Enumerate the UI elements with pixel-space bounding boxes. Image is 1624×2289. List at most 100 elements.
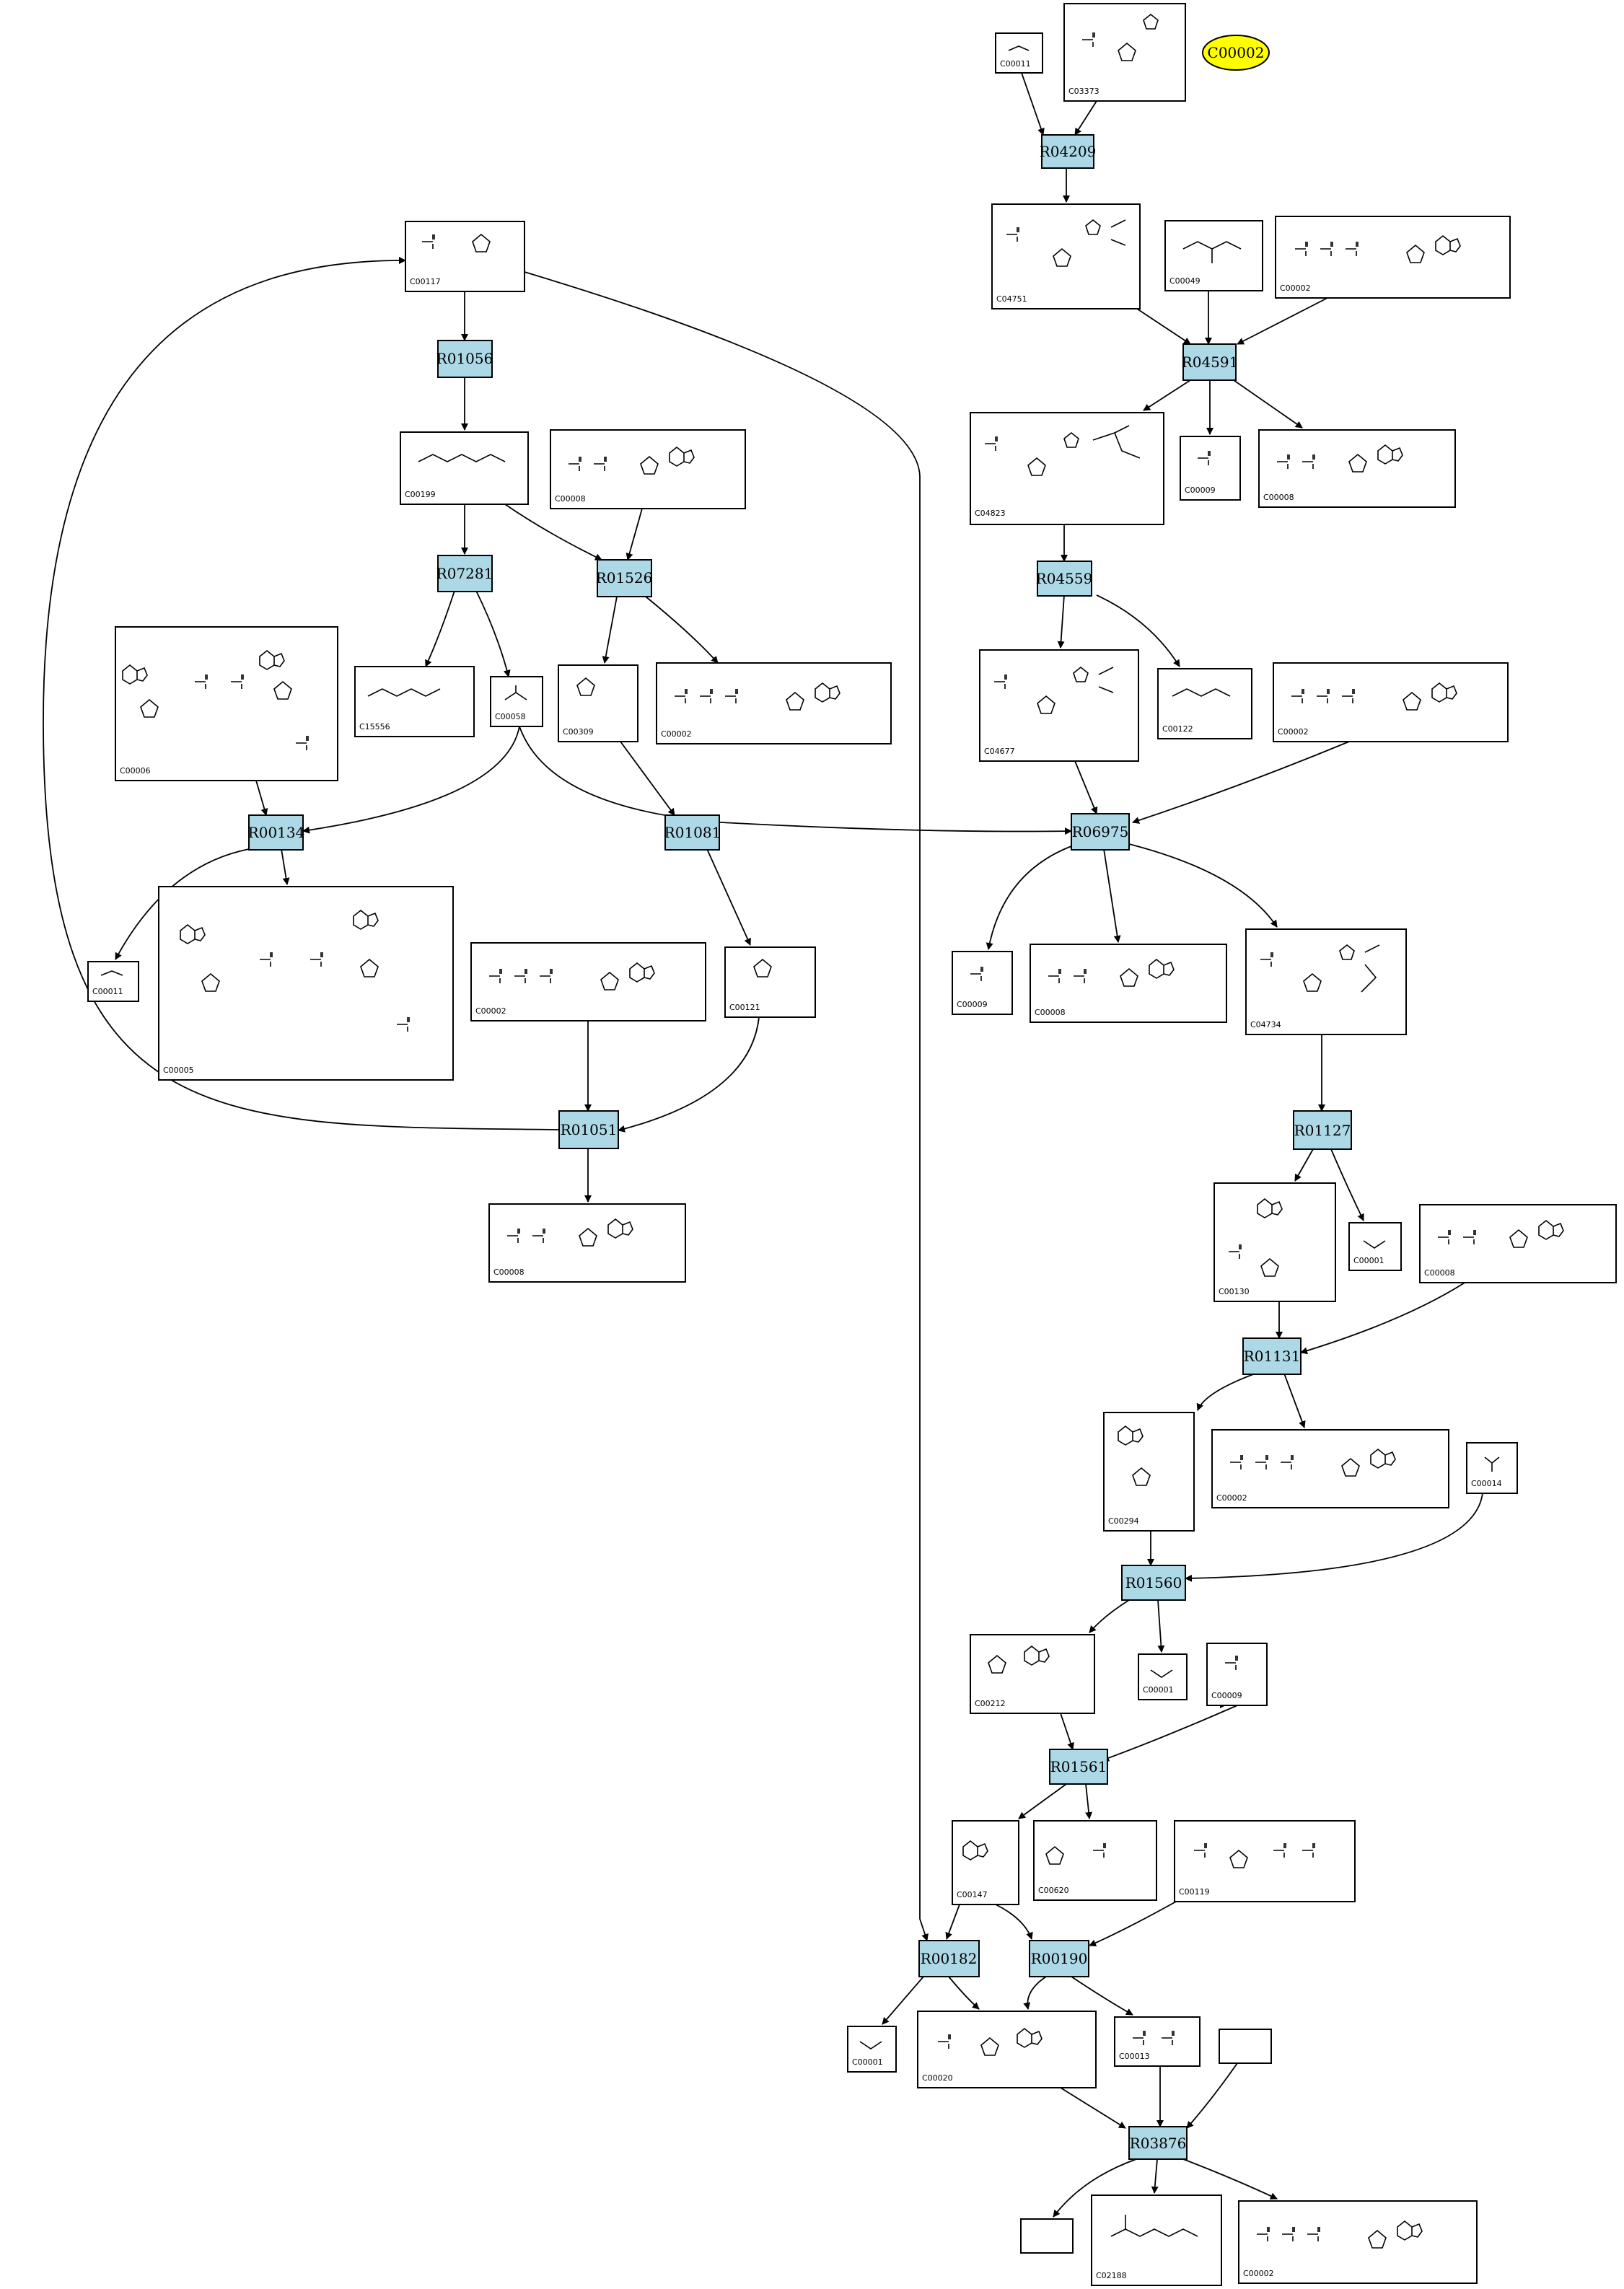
compound-node-c00001[interactable]: C00001 bbox=[847, 2026, 897, 2073]
compound-node-c00011[interactable]: C00011 bbox=[87, 961, 139, 1002]
compound-node-c00212[interactable]: C00212 bbox=[970, 1634, 1095, 1714]
start-compound-highlight[interactable]: C00002 bbox=[1202, 35, 1270, 71]
compound-node-c00005[interactable]: C00005 bbox=[158, 886, 454, 1081]
reaction-node-r04591[interactable]: R04591 bbox=[1182, 343, 1239, 381]
compound-node-c00119[interactable]: C00119 bbox=[1174, 1820, 1356, 1902]
compound-node-c04751[interactable]: C04751 bbox=[991, 203, 1141, 309]
compound-node-c00002[interactable]: C00002 bbox=[1211, 1429, 1449, 1508]
reaction-node-r04559[interactable]: R04559 bbox=[1036, 561, 1093, 597]
compound-node-blank[interactable] bbox=[1020, 2218, 1074, 2254]
compound-node-c00294[interactable]: C00294 bbox=[1103, 1412, 1195, 1532]
compound-box bbox=[847, 2026, 897, 2073]
compound-node-c00014[interactable]: C00014 bbox=[1466, 1442, 1518, 1494]
reaction-node-r06975[interactable]: R06975 bbox=[1071, 813, 1130, 851]
compound-node-c00008[interactable]: C00008 bbox=[550, 429, 746, 509]
edge-c00009-r01561 bbox=[1102, 1705, 1238, 1762]
compound-node-c00199[interactable]: C00199 bbox=[400, 431, 529, 505]
structure-drawing bbox=[1484, 1457, 1500, 1472]
compound-node-c00009[interactable]: C00009 bbox=[1206, 1643, 1268, 1706]
compound-box bbox=[405, 221, 525, 292]
edge-r00190-c00013 bbox=[1071, 1976, 1133, 2016]
compound-node-c00006[interactable]: C00006 bbox=[115, 626, 338, 781]
compound-box bbox=[1211, 1429, 1449, 1508]
reaction-node-r01131[interactable]: R01131 bbox=[1242, 1337, 1302, 1375]
reaction-node-r00190[interactable]: R00190 bbox=[1029, 1940, 1089, 1977]
reaction-node-r04209[interactable]: R04209 bbox=[1040, 134, 1097, 169]
compound-id: C04734 bbox=[1250, 1020, 1281, 1029]
reaction-node-r07281[interactable]: R07281 bbox=[436, 555, 493, 592]
reaction-node-r01081[interactable]: R01081 bbox=[664, 814, 721, 851]
compound-node-c00002[interactable]: C00002 bbox=[470, 942, 706, 1022]
structure-drawing bbox=[1260, 944, 1380, 993]
compound-node-c00058[interactable]: C00058 bbox=[490, 676, 543, 727]
compound-node-c15556[interactable]: C15556 bbox=[354, 666, 475, 737]
compound-node-c00002[interactable]: C00002 bbox=[656, 662, 892, 744]
reaction-node-r01056[interactable]: R01056 bbox=[436, 340, 493, 378]
compound-node-c02188[interactable]: C02188 bbox=[1091, 2194, 1222, 2286]
compound-box bbox=[158, 886, 454, 1081]
reaction-label: R01056 bbox=[436, 350, 493, 367]
reaction-node-r01051[interactable]: R01051 bbox=[558, 1110, 619, 1149]
reaction-label: R07281 bbox=[436, 565, 493, 582]
reaction-label: R01526 bbox=[596, 569, 653, 586]
compound-node-c04734[interactable]: C04734 bbox=[1245, 928, 1407, 1035]
compound-id: C00001 bbox=[852, 2057, 883, 2067]
edge-c04751-r04591 bbox=[1136, 308, 1191, 345]
edge-r00134-c00005 bbox=[281, 848, 290, 885]
compound-node-c00008[interactable]: C00008 bbox=[1030, 944, 1227, 1023]
compound-node-c00130[interactable]: C00130 bbox=[1213, 1182, 1336, 1302]
compound-node-c00009[interactable]: C00009 bbox=[952, 951, 1013, 1015]
structure-drawing bbox=[1150, 1669, 1173, 1678]
edge-r06975-c00009 bbox=[986, 845, 1072, 950]
compound-node-c00122[interactable]: C00122 bbox=[1157, 668, 1252, 739]
compound-node-c00008[interactable]: C00008 bbox=[1258, 429, 1456, 508]
compound-node-c00309[interactable]: C00309 bbox=[558, 664, 638, 742]
compound-id: C00013 bbox=[1119, 2052, 1150, 2061]
reaction-node-r00134[interactable]: R00134 bbox=[248, 814, 305, 851]
compound-node-c00001[interactable]: C00001 bbox=[1138, 1653, 1188, 1700]
compound-id: C00002 bbox=[661, 729, 692, 739]
reaction-box bbox=[1041, 134, 1094, 169]
reaction-node-r01526[interactable]: R01526 bbox=[596, 559, 653, 597]
compound-node-blank[interactable] bbox=[1219, 2029, 1272, 2064]
compound-box bbox=[1348, 1222, 1402, 1271]
reaction-node-r01561[interactable]: R01561 bbox=[1049, 1749, 1108, 1785]
compound-id: C00011 bbox=[92, 987, 123, 996]
compound-node-c00001[interactable]: C00001 bbox=[1348, 1222, 1402, 1271]
compound-node-c00002[interactable]: C00002 bbox=[1273, 662, 1509, 742]
compound-id: C00009 bbox=[1185, 486, 1216, 495]
reaction-node-r01127[interactable]: R01127 bbox=[1293, 1110, 1352, 1150]
reaction-label: R01561 bbox=[1050, 1758, 1107, 1775]
compound-node-c00147[interactable]: C00147 bbox=[952, 1820, 1019, 1905]
compound-box bbox=[1419, 1204, 1617, 1283]
reaction-box bbox=[664, 814, 720, 851]
compound-node-c00009[interactable]: C00009 bbox=[1180, 436, 1241, 501]
reaction-box bbox=[1071, 813, 1130, 851]
compound-node-c00011[interactable]: C00011 bbox=[995, 32, 1043, 74]
compound-node-c00049[interactable]: C00049 bbox=[1164, 220, 1263, 291]
edge-c00147-r00182 bbox=[945, 1904, 960, 1940]
compound-box bbox=[470, 942, 706, 1022]
compound-id: C00008 bbox=[1424, 1268, 1455, 1278]
compound-id: C00008 bbox=[555, 494, 586, 504]
reaction-node-r03876[interactable]: R03876 bbox=[1128, 2126, 1188, 2160]
reaction-node-r00182[interactable]: R00182 bbox=[918, 1940, 980, 1977]
compound-node-c04823[interactable]: C04823 bbox=[970, 412, 1164, 525]
compound-node-c04677[interactable]: C04677 bbox=[979, 649, 1139, 762]
compound-node-c00020[interactable]: C00020 bbox=[917, 2011, 1097, 2088]
reaction-box bbox=[1293, 1110, 1352, 1150]
compound-node-c00620[interactable]: C00620 bbox=[1033, 1820, 1157, 1901]
compound-node-c00008[interactable]: C00008 bbox=[1419, 1204, 1617, 1283]
compound-node-c00002[interactable]: C00002 bbox=[1238, 2200, 1478, 2284]
structure-drawing bbox=[418, 454, 506, 462]
compound-node-c00121[interactable]: C00121 bbox=[724, 946, 816, 1018]
compound-node-c03373[interactable]: C03373 bbox=[1063, 3, 1186, 102]
compound-box bbox=[558, 664, 638, 742]
compound-node-c00002[interactable]: C00002 bbox=[1275, 216, 1511, 299]
compound-id: C00002 bbox=[1280, 284, 1311, 293]
edge-c00006-r00134 bbox=[255, 780, 268, 816]
reaction-node-r01560[interactable]: R01560 bbox=[1121, 1565, 1186, 1601]
compound-node-c00117[interactable]: C00117 bbox=[405, 221, 525, 292]
compound-node-c00013[interactable]: C00013 bbox=[1114, 2016, 1201, 2067]
compound-node-c00008[interactable]: C00008 bbox=[488, 1203, 686, 1283]
